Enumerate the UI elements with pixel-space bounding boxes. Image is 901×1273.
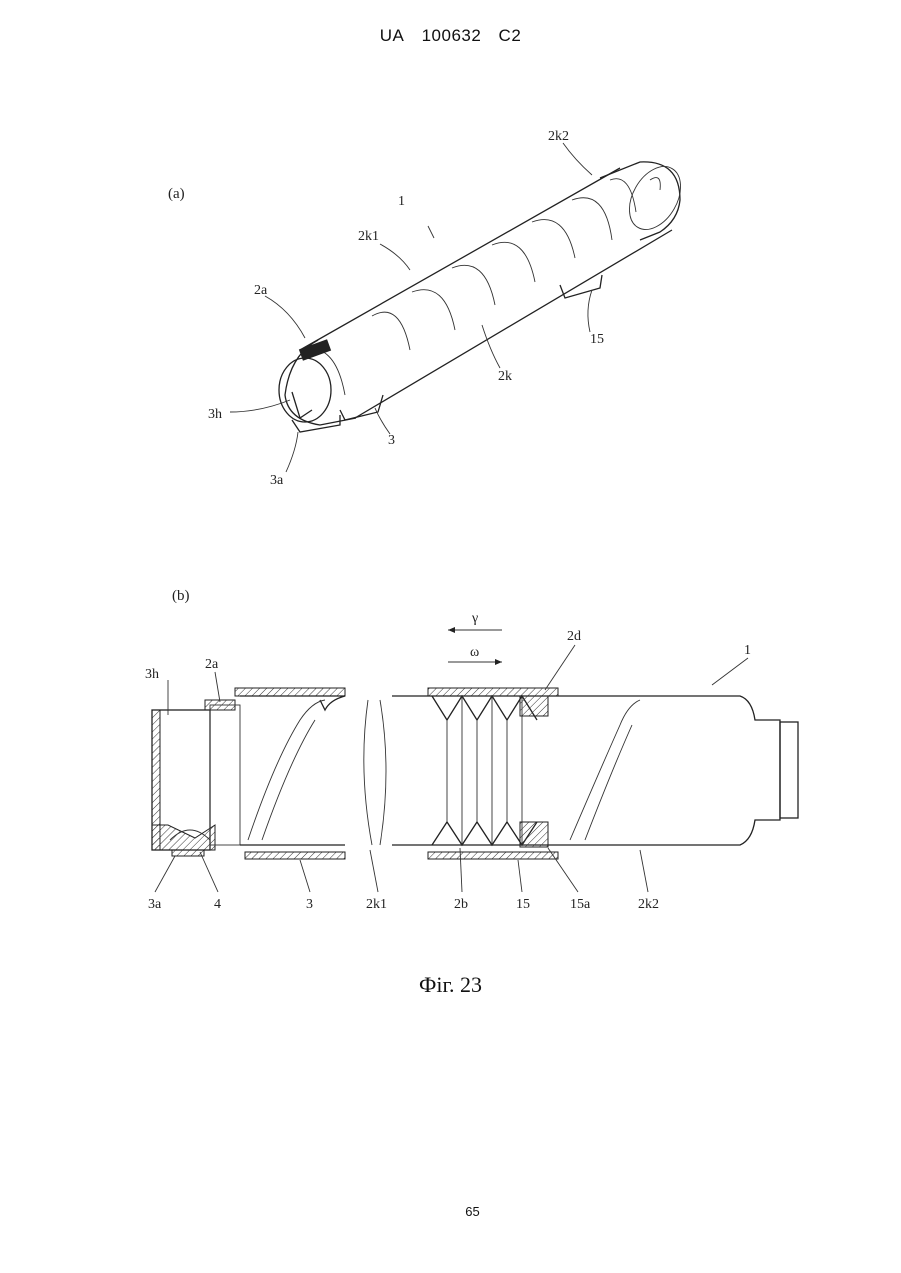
arrow-omega-head: [495, 659, 502, 665]
holder-15-top: [428, 688, 558, 696]
support-block-front: [340, 395, 383, 420]
label-3h-b: 3h: [145, 667, 159, 682]
label-3-b: 3: [306, 897, 313, 912]
spiral-rib-right-inner: [585, 725, 632, 840]
label-2k: 2k: [498, 369, 512, 384]
container-body-outline: [300, 168, 672, 418]
spiral-groove: [610, 179, 636, 212]
label-1: 1: [398, 194, 405, 209]
figure-caption: Фіг. 23: [0, 972, 901, 998]
label-15a: 15a: [570, 897, 591, 912]
panel-b-drawing: (b): [145, 588, 798, 912]
label-3h: 3h: [208, 407, 222, 422]
engaging-part-15a: [520, 822, 548, 847]
label-2a: 2a: [254, 283, 268, 298]
leader-2k2: [563, 143, 592, 175]
rotation-arrow: [650, 178, 660, 190]
support-block-15: [560, 275, 602, 298]
leader-3a: [286, 432, 298, 472]
label-15-b: 15: [516, 897, 530, 912]
spiral-groove: [452, 265, 495, 305]
flange-ring: [210, 705, 240, 845]
label-2a-b: 2a: [205, 657, 219, 672]
label-omega: ω: [470, 645, 479, 660]
spiral-groove: [532, 220, 575, 258]
label-3a: 3a: [270, 473, 284, 488]
leader-2d: [545, 645, 575, 690]
engaging-part-2d: [520, 696, 548, 716]
arrow-gamma-head: [448, 627, 455, 633]
container-left-shell: [240, 696, 345, 845]
leader-15: [588, 290, 592, 332]
break-line-left: [364, 700, 372, 845]
leader-1-b: [712, 658, 748, 685]
bellows-2b-pleats: [447, 696, 522, 845]
label-3a-b: 3a: [148, 897, 162, 912]
label-2k2-b: 2k2: [638, 897, 659, 912]
leader-15-b: [518, 860, 522, 892]
label-2k1: 2k1: [358, 229, 379, 244]
spiral-groove: [492, 242, 535, 282]
leader-2k: [482, 325, 500, 368]
label-2d: 2d: [567, 629, 581, 644]
leader-3a-b: [155, 856, 175, 892]
break-line-right: [380, 700, 386, 845]
spiral-rib-right: [570, 700, 640, 840]
leader-2k1: [380, 244, 410, 270]
leader-2k2-b: [640, 850, 648, 892]
leader-4: [200, 852, 218, 892]
label-15: 15: [590, 332, 604, 347]
label-2k2: 2k2: [548, 129, 569, 144]
spiral-groove: [572, 198, 612, 240]
holder-3-bottom: [245, 852, 345, 859]
holder-3-top: [235, 688, 345, 696]
label-2k1-b: 2k1: [366, 897, 387, 912]
holder-15-bottom: [428, 852, 558, 859]
panel-a-drawing: (a) 1: [168, 129, 691, 488]
label-gamma: γ: [471, 611, 478, 626]
shutter-3a-hatch: [172, 850, 204, 856]
panel-b-label: (b): [172, 588, 190, 604]
arrow-1: [428, 226, 434, 238]
cap-bottom-hatch: [152, 825, 215, 850]
leader-2a: [265, 296, 305, 338]
spiral-rib-left: [248, 700, 325, 840]
spiral-groove: [372, 312, 410, 350]
label-2b: 2b: [454, 897, 468, 912]
leader-3-b: [300, 860, 310, 892]
page-number: 65: [0, 1204, 901, 1219]
container-right-shell: [560, 696, 780, 845]
label-3: 3: [388, 433, 395, 448]
leader-2a-b: [215, 672, 220, 702]
spiral-groove: [412, 290, 455, 330]
label-1-b: 1: [744, 643, 751, 658]
leader-15a: [548, 848, 578, 892]
front-cap-face: [279, 358, 331, 422]
leader-2k1-b: [370, 850, 378, 892]
panel-a-label: (a): [168, 186, 185, 202]
label-4: 4: [214, 897, 221, 912]
rear-end-nub: [780, 722, 798, 818]
